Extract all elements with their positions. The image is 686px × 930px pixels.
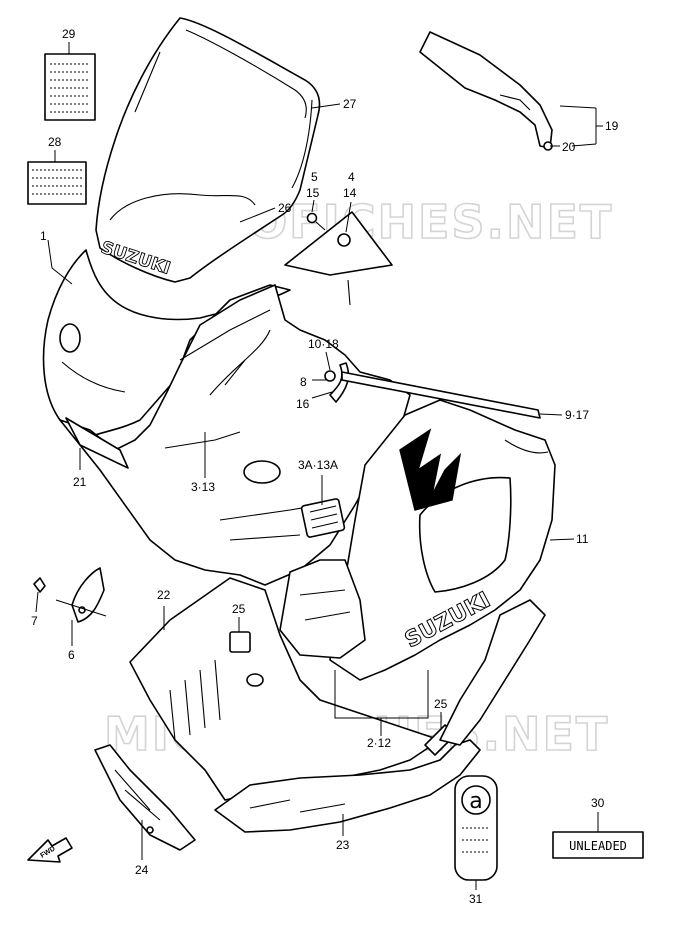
callout-1: 1 — [40, 229, 47, 243]
seal-strip-9-17 — [341, 371, 541, 419]
callout-16: 16 — [296, 397, 310, 411]
callout-29: 29 — [62, 27, 76, 41]
callout-27: 27 — [343, 97, 357, 111]
callout-15: 15 — [306, 186, 320, 200]
callout-28: 28 — [48, 135, 62, 149]
callout-30: 30 — [591, 796, 605, 810]
side-cowling-right: SUZUKI — [329, 399, 556, 681]
callout-9-17: 9·17 — [565, 408, 589, 422]
inner-panel-bracket — [284, 211, 393, 306]
screw-5-15 — [306, 212, 326, 231]
screw-7 — [33, 577, 46, 593]
callout-26: 26 — [278, 201, 292, 215]
callout-2-12: 2·12 — [367, 736, 391, 750]
callout-19: 19 — [605, 119, 619, 133]
unleaded-sticker: UNLEADED — [552, 831, 644, 859]
callout-11: 11 — [576, 532, 589, 546]
callout-7: 7 — [31, 614, 38, 628]
callout-3-13: 3·13 — [191, 480, 215, 494]
callout-25-upper: 25 — [232, 602, 246, 616]
callout-25-lower: 25 — [434, 697, 448, 711]
callout-14: 14 — [343, 186, 357, 200]
tail-cover-19 — [419, 31, 553, 151]
callout-20: 20 — [562, 140, 576, 154]
warning-label-29 — [44, 53, 96, 121]
under-cowling-bottom — [214, 739, 481, 833]
callout-4: 4 — [348, 170, 355, 184]
leader-lines — [35, 42, 603, 890]
callout-21: 21 — [73, 475, 87, 489]
callout-6: 6 — [68, 648, 75, 662]
sport-decal — [300, 498, 346, 538]
unleaded-text: UNLEADED — [569, 839, 627, 853]
callout-31: 31 — [469, 892, 483, 906]
decal-31: a — [454, 775, 498, 881]
callout-3a-13a: 3A·13A — [298, 458, 338, 472]
callout-10-18: 10·18 — [308, 337, 339, 351]
warning-label-28 — [27, 161, 87, 205]
bracket-21 — [65, 417, 129, 469]
pad-25 — [229, 631, 251, 653]
fwd-arrow-icon: FWD — [27, 837, 73, 863]
cover-6 — [71, 567, 105, 623]
callout-8: 8 — [300, 375, 307, 389]
callout-23: 23 — [336, 838, 350, 852]
callout-5: 5 — [311, 170, 318, 184]
under-cowling-left — [129, 577, 441, 801]
inner-cowling — [279, 559, 366, 659]
lower-arm-right — [439, 599, 546, 746]
decal-letter: a — [469, 789, 482, 814]
callout-22: 22 — [157, 588, 171, 602]
callout-labels: 29 28 27 26 1 5 15 4 14 19 20 10·18 8 16… — [31, 27, 619, 906]
callout-24: 24 — [135, 863, 149, 877]
bracket-24 — [94, 744, 196, 851]
